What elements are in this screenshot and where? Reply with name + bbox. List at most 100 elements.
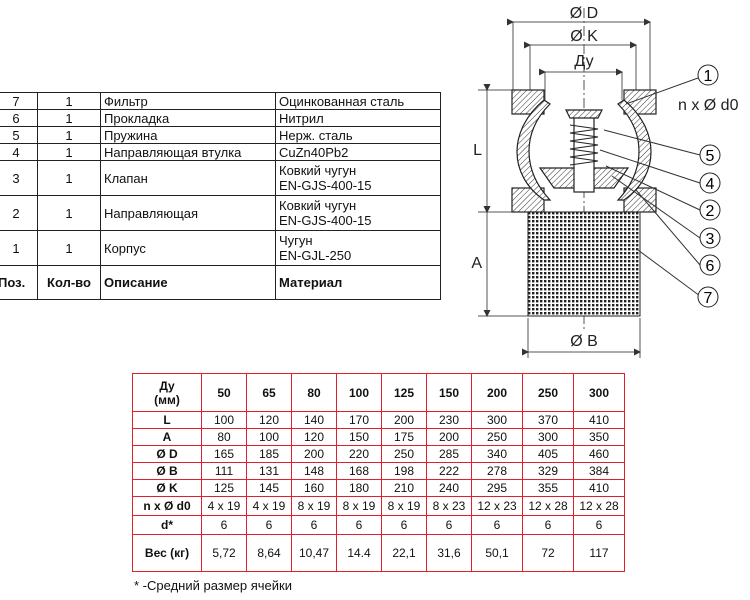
spec-cell: 370 [522, 411, 574, 429]
spec-cell: 410 [573, 479, 625, 497]
spec-cell: 410 [573, 411, 625, 429]
dimension-labels: Ø D Ø K Ду n x Ø d0 L A Ø B [471, 5, 738, 350]
spec-cell: 200 [291, 445, 337, 463]
spec-cell: 8 x 19 [381, 496, 427, 516]
part-description: Клапан [100, 160, 276, 196]
spec-cell: 6 [246, 515, 292, 535]
spec-cell: 111 [201, 462, 247, 480]
part-qty: 1 [37, 109, 101, 127]
spec-cell: 31,6 [426, 534, 472, 572]
spec-header-row: Ду(мм) 50 65 80 100 125 150 200 250 300 [132, 373, 625, 412]
size-cell: 80 [291, 373, 337, 412]
spec-cell: 10,47 [291, 534, 337, 572]
spec-cell: 384 [573, 462, 625, 480]
spec-table: Ду(мм) 50 65 80 100 125 150 200 250 300 … [132, 373, 625, 572]
parts-row: 5 1 Пружина Нерж. сталь [0, 126, 441, 144]
spec-cell: 8 x 19 [336, 496, 382, 516]
spec-cell: 295 [471, 479, 523, 497]
part-description: Корпус [100, 230, 276, 266]
spec-cell: 165 [201, 445, 247, 463]
spec-cell: 6 [426, 515, 472, 535]
part-pos: 6 [0, 109, 38, 127]
spec-cell: 200 [426, 428, 472, 446]
spec-cell: 6 [573, 515, 625, 535]
spec-cell: 230 [426, 411, 472, 429]
spec-cell: 278 [471, 462, 523, 480]
spec-row-label: Вес (кг) [132, 534, 202, 572]
spec-cell: 8 x 23 [426, 496, 472, 516]
size-cell: 65 [246, 373, 292, 412]
part-pos: 4 [0, 143, 38, 161]
spec-cell: 120 [291, 428, 337, 446]
spec-cell: 131 [246, 462, 292, 480]
spec-cell: 125 [201, 479, 247, 497]
spec-row-label: Ø K [132, 479, 202, 497]
part-material: CuZn40Pb2 [275, 143, 441, 161]
size-cell: 250 [522, 373, 574, 412]
spec-cell: 145 [246, 479, 292, 497]
spec-cell: 100 [201, 411, 247, 429]
parts-table-body: 7 1 Фильтр Оцинкованная сталь 6 1 Прокла… [0, 92, 441, 300]
header-dn-line: Ду [159, 378, 175, 393]
spec-cell: 250 [381, 445, 427, 463]
spec-cell: 350 [573, 428, 625, 446]
size-cell: 100 [336, 373, 382, 412]
spec-cell: 300 [471, 411, 523, 429]
spec-cell: 12 x 28 [573, 496, 625, 516]
callout-label: 5 [706, 148, 715, 165]
spec-cell: 220 [336, 445, 382, 463]
part-pos: 1 [0, 230, 38, 266]
label-diam-k: Ø K [570, 28, 598, 45]
spec-cell: 8 x 19 [291, 496, 337, 516]
spec-row-label: L [132, 411, 202, 429]
spec-row-label: Ø B [132, 462, 202, 480]
part-material: Нерж. сталь [275, 126, 441, 144]
spec-cell: 4 x 19 [246, 496, 292, 516]
callout-5: 5 [699, 144, 721, 166]
label-a: A [471, 255, 482, 272]
callout-label: 6 [706, 258, 715, 275]
spec-cell: 210 [381, 479, 427, 497]
part-description: Фильтр [100, 92, 276, 110]
header-dn-line: (мм) [154, 392, 180, 407]
spec-cell: 405 [522, 445, 574, 463]
part-description: Направляющая втулка [100, 143, 276, 161]
part-material-line: Ковкий чугун [279, 198, 357, 213]
part-description: Направляющая [100, 195, 276, 231]
header-pos: Поз. [0, 265, 38, 300]
spec-cell: 6 [201, 515, 247, 535]
spec-cell: 6 [336, 515, 382, 535]
part-qty: 1 [37, 92, 101, 110]
spec-cell: 50,1 [471, 534, 523, 572]
part-qty: 1 [37, 143, 101, 161]
header-dn: Ду(мм) [132, 373, 202, 412]
parts-row: 6 1 Прокладка Нитрил [0, 109, 441, 127]
spec-cell: 6 [381, 515, 427, 535]
label-diam-b: Ø B [570, 333, 598, 350]
callout-2: 2 [699, 199, 721, 221]
label-dn: Ду [574, 53, 593, 70]
header-qty: Кол-во [37, 265, 101, 300]
spec-cell: 250 [471, 428, 523, 446]
label-diam-d: Ø D [570, 5, 598, 22]
part-material-line: EN-GJL-250 [279, 248, 352, 263]
spec-cell: 117 [573, 534, 625, 572]
header-description: Описание [100, 265, 276, 300]
callout-3: 3 [699, 227, 721, 249]
spec-cell: 8,64 [246, 534, 292, 572]
spec-cell: 80 [201, 428, 247, 446]
callout-label: 7 [704, 290, 713, 307]
label-n-d0: n x Ø d0 [678, 97, 739, 114]
spec-table-body: Ду(мм) 50 65 80 100 125 150 200 250 300 … [132, 373, 625, 572]
valve-drawing: 1 5 4 2 3 6 7 Ø D Ø K Ду n x Ø d0 L A Ø … [471, 5, 739, 358]
callout-label: 4 [706, 176, 715, 193]
part-qty: 1 [37, 160, 101, 196]
callout-leaders [599, 77, 701, 297]
spec-cell: 12 x 28 [522, 496, 574, 516]
parts-table: 7 1 Фильтр Оцинкованная сталь 6 1 Прокла… [0, 92, 441, 300]
